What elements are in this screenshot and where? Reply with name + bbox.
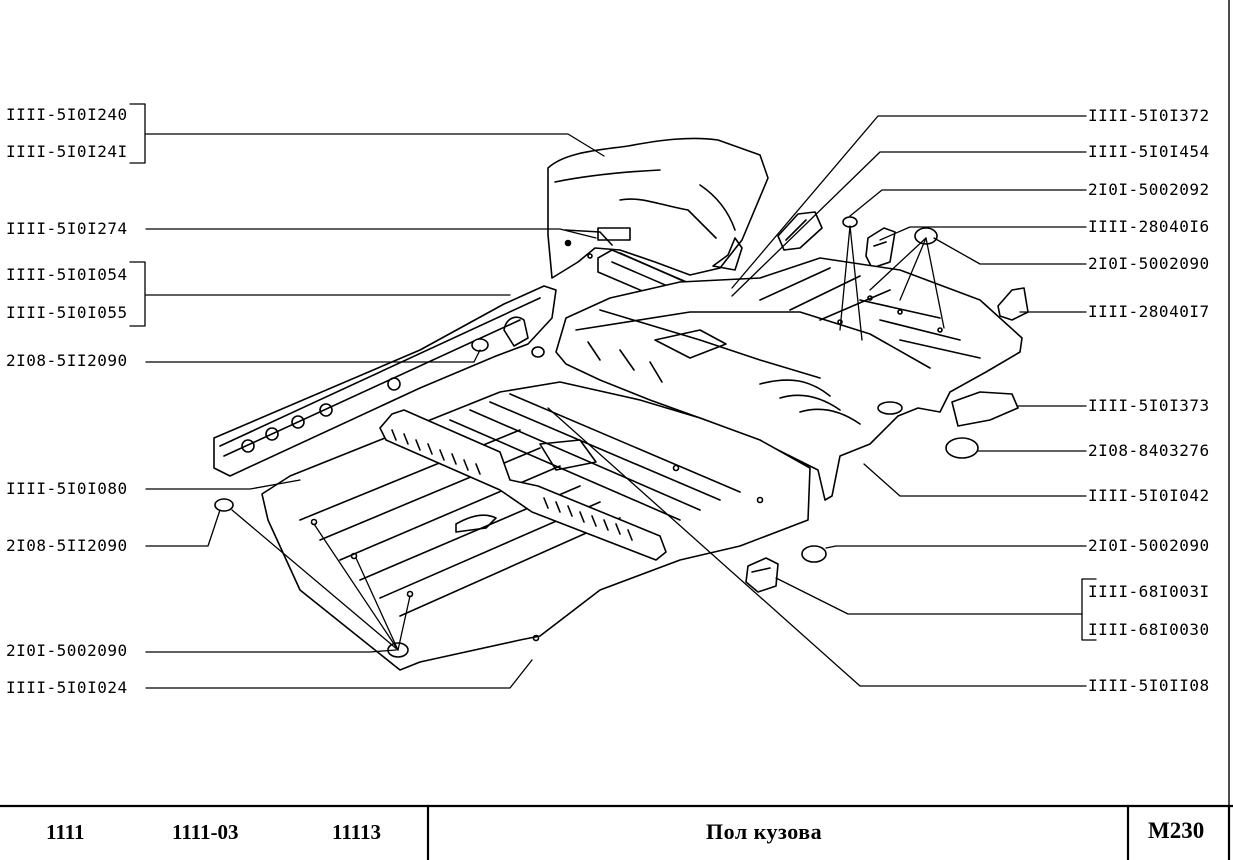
label-right-3: 2I0I-5002092: [1088, 180, 1210, 199]
front-floor-panel: [261, 381, 811, 671]
label-left-7: IIII-5I0I080: [6, 479, 128, 498]
bracket-6810031: [745, 557, 779, 593]
label-left-4: IIII-5I0I054: [6, 265, 128, 284]
label-right-13: IIII-5I0II08: [1088, 676, 1210, 695]
rear-wheel-arch-panel: [547, 137, 769, 279]
footer-model-1: 1111: [46, 820, 85, 844]
plug-5112090-lower: [214, 498, 234, 512]
leader-lines: [547, 115, 1087, 687]
label-right-11: IIII-68I003I: [1088, 582, 1210, 601]
label-left-8: 2I08-5II2090: [6, 536, 128, 555]
leader-lines-left: [145, 133, 605, 689]
tunnel-reinforcement: [379, 409, 667, 561]
label-left-10: IIII-5I0I024: [6, 678, 128, 697]
label-right-9: IIII-5I0I042: [1088, 486, 1210, 505]
footer-title: Пол кузова: [706, 819, 823, 844]
label-left-6: 2I08-5II2090: [6, 351, 128, 370]
label-left-2: IIII-5I0I24I: [6, 142, 128, 161]
label-right-8: 2I08-8403276: [1088, 441, 1210, 460]
label-left-1: IIII-5I0I240: [6, 105, 128, 124]
footer-sheet-code: M230: [1148, 818, 1205, 843]
rear-floor-panel: [555, 257, 1023, 501]
plug-5112090-upper-b: [531, 346, 545, 358]
side-sill-panel: [213, 285, 557, 477]
footer-model-3: 11113: [332, 820, 382, 844]
bracket-2804017: [997, 287, 1029, 321]
plug-large-upper: [914, 227, 938, 245]
label-right-7: IIII-5I0I373: [1088, 396, 1210, 415]
plug-5002090-mid: [801, 545, 827, 563]
plug-5112090-upper: [471, 338, 489, 352]
label-right-12: IIII-68I0030: [1088, 620, 1210, 639]
label-right-5: 2I0I-5002090: [1088, 254, 1210, 273]
bracket-5101373: [951, 391, 1019, 427]
bracket-2804016: [865, 227, 896, 269]
label-right-6: IIII-28040I7: [1088, 302, 1210, 321]
label-right-1: IIII-5I0I372: [1088, 106, 1210, 125]
footer-frame: [0, 804, 1233, 860]
plug-8403276: [945, 437, 979, 459]
label-left-9: 2I0I-5002090: [6, 641, 128, 660]
label-left-3: IIII-5I0I274: [6, 219, 128, 238]
label-right-2: IIII-5I0I454: [1088, 142, 1210, 161]
label-brackets: [129, 103, 1097, 641]
label-right-10: 2I0I-5002090: [1088, 536, 1210, 555]
label-left-5: IIII-5I0I055: [6, 303, 128, 322]
footer-model-2: 1111-03: [172, 820, 239, 844]
label-right-4: IIII-28040I6: [1088, 217, 1210, 236]
